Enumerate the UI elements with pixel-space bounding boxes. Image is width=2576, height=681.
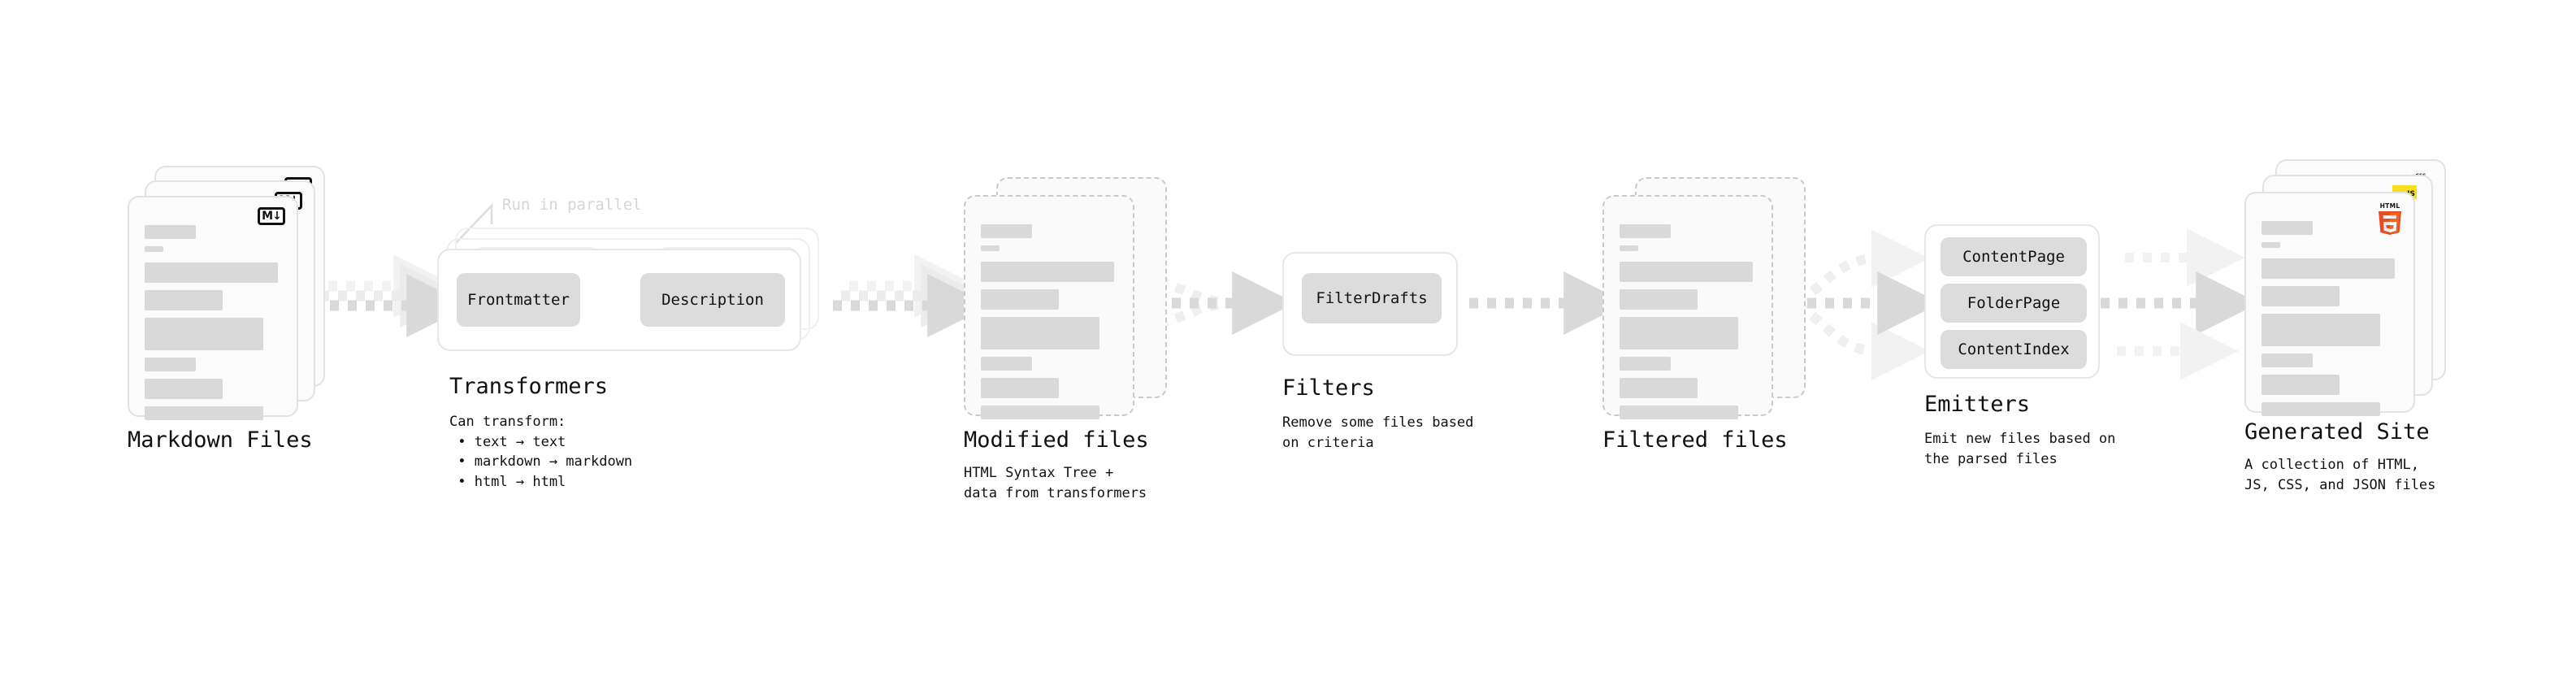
svg-text:HTML: HTML — [2380, 202, 2400, 210]
markdown-badge-box: M↓ — [258, 207, 285, 225]
transformer-pill-frontmatter-label: Frontmatter — [467, 291, 570, 309]
card-skeleton-lines — [145, 225, 284, 427]
modified-files-description: HTML Syntax Tree + data from transformer… — [964, 465, 1147, 501]
generated-site-description: A collection of HTML, JS, CSS, and JSON … — [2244, 457, 2436, 493]
markdown-card-front: M↓ — [128, 196, 298, 420]
emitter-pill-folderpage-label: FolderPage — [1967, 294, 2061, 312]
filters-panel: FilterDrafts — [1282, 252, 1458, 356]
emitters-panel: ContentPage FolderPage ContentIndex — [1924, 224, 2100, 379]
transformers-description: Can transform: • text → text • markdown … — [449, 414, 633, 490]
transformer-pill-frontmatter[interactable]: Frontmatter — [457, 273, 580, 327]
connector-transformers-to-modified — [833, 254, 991, 337]
connector-md-to-transformers — [312, 254, 471, 337]
page-title-filters: Filters — [1282, 375, 1375, 401]
page-title-markdown-files: Markdown Files — [128, 427, 313, 453]
site-card-front: HTML — [2244, 192, 2415, 416]
transformer-panel-front: Frontmatter Description — [437, 249, 801, 351]
filter-pill-filterdrafts-label: FilterDrafts — [1316, 289, 1428, 307]
transformer-pill-description[interactable]: Description — [640, 273, 785, 327]
page-title-generated-site: Generated Site — [2244, 419, 2430, 445]
emitters-description: Emit new files based on the parsed files — [1924, 431, 2116, 467]
page-title-emitters: Emitters — [1924, 392, 2031, 417]
transformer-pill-description-label: Description — [661, 291, 764, 309]
html5-icon: HTML — [2376, 202, 2404, 235]
page-title-transformers: Transformers — [449, 374, 609, 399]
filters-description: Remove some files based on criteria — [1282, 414, 1474, 451]
html5-shield-svg: HTML — [2379, 202, 2401, 235]
emitter-pill-contentpage[interactable]: ContentPage — [1941, 237, 2087, 276]
emitter-pill-folderpage[interactable]: FolderPage — [1941, 284, 2087, 323]
card-skeleton-lines — [1620, 224, 1759, 427]
card-skeleton-lines — [981, 224, 1120, 427]
modified-card-front — [964, 195, 1134, 419]
markdown-icon: M↓ — [258, 207, 285, 225]
page-title-modified-files: Modified files — [964, 427, 1149, 453]
run-in-parallel-label: Run in parallel — [502, 196, 642, 214]
card-skeleton-lines — [2262, 221, 2400, 423]
filter-pill-filterdrafts[interactable]: FilterDrafts — [1302, 273, 1442, 323]
emitter-pill-contentindex-label: ContentIndex — [1958, 340, 2070, 358]
page-title-filtered-files: Filtered files — [1602, 427, 1788, 453]
emitter-pill-contentindex[interactable]: ContentIndex — [1941, 330, 2087, 369]
connector-emitters-to-site — [2101, 228, 2260, 380]
emitter-pill-contentpage-label: ContentPage — [1962, 248, 2065, 266]
filtered-card-front — [1602, 195, 1773, 419]
markdown-badge-label: M↓ — [262, 210, 282, 223]
